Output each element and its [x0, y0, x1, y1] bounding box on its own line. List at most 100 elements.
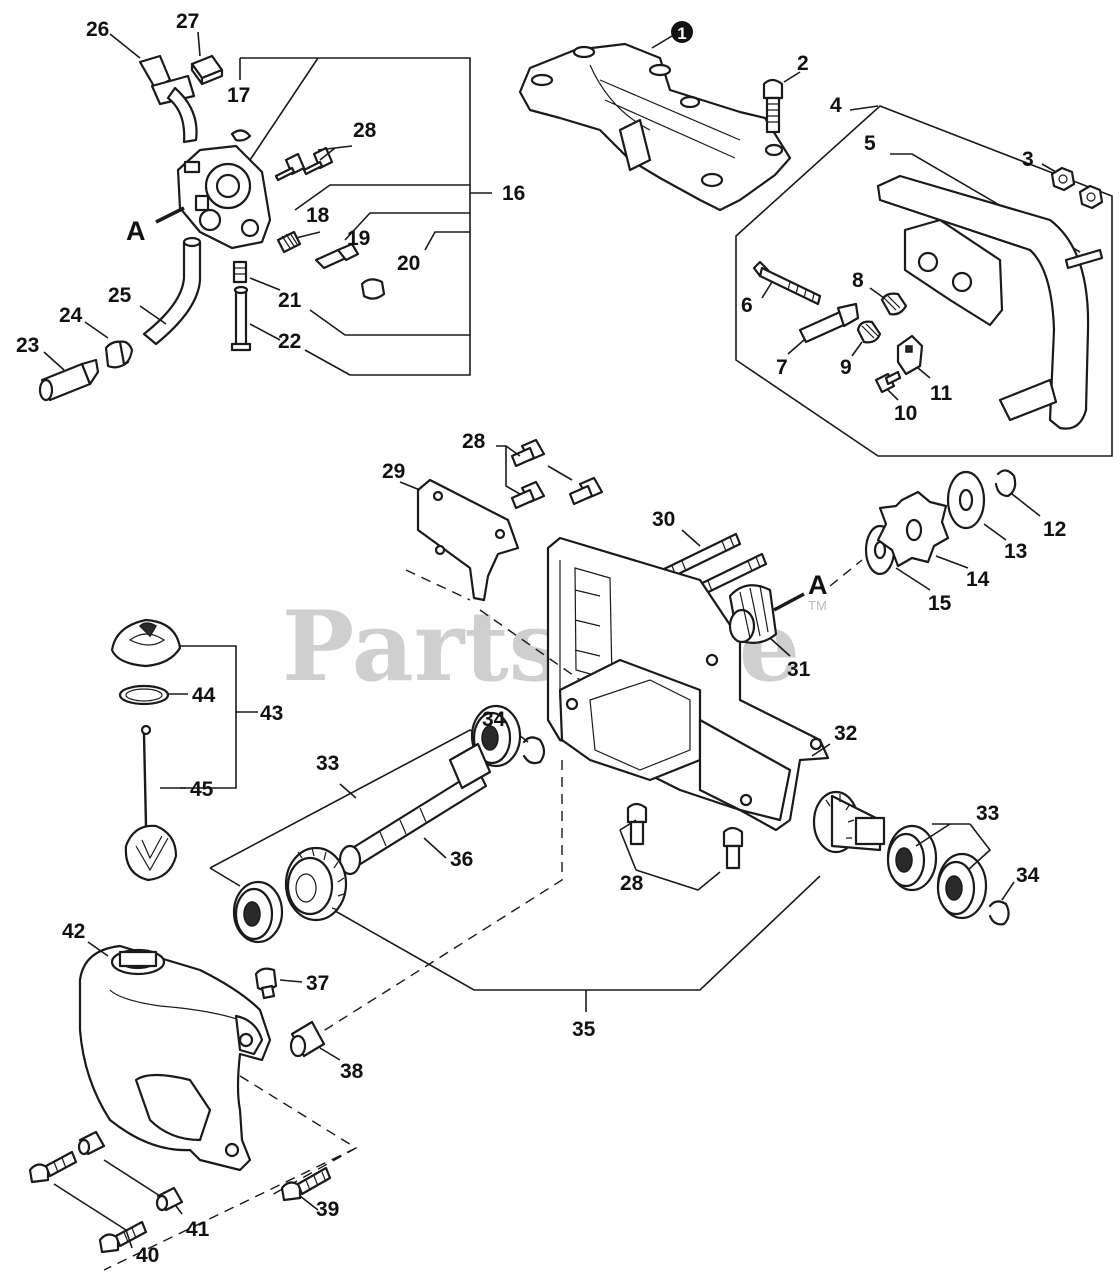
leader-39 [299, 1195, 319, 1211]
bearing-33-right-a [886, 824, 938, 892]
leader-14 [935, 555, 969, 569]
label-9: 9 [840, 356, 852, 379]
bolt-2 [762, 71, 801, 134]
label-19: 19 [347, 227, 370, 250]
leader-15 [895, 567, 931, 591]
label-5: 5 [864, 132, 876, 155]
dash-38 [289, 760, 563, 1053]
star-nut-14 [876, 490, 950, 568]
label-40: 40 [136, 1244, 159, 1267]
leader-38 [319, 1047, 341, 1061]
plug-37 [254, 967, 278, 1000]
leader-28a [317, 145, 353, 161]
gear-35-right [812, 790, 886, 854]
label-34-b: 34 [1016, 864, 1040, 887]
cap-assembly-43 [110, 618, 258, 882]
circle-badge-1-text: 1 [677, 24, 686, 43]
clip-11 [896, 334, 924, 376]
leader-6 [761, 281, 773, 299]
leader-16-pump [249, 57, 319, 161]
leader-13 [983, 523, 1007, 541]
leader-36 [423, 837, 447, 859]
leader-37 [279, 979, 303, 983]
leader-7 [787, 339, 805, 355]
screw-28-e [510, 480, 546, 510]
cap-20 [360, 278, 386, 300]
label-35: 35 [572, 1018, 596, 1041]
plate-29 [416, 478, 520, 602]
screw-28-f [626, 802, 648, 846]
label-26: 26 [86, 18, 109, 41]
collar-41-b [155, 1186, 184, 1212]
washer-13 [946, 470, 986, 530]
label-20: 20 [397, 252, 420, 275]
label-29: 29 [382, 460, 405, 483]
label-42: 42 [62, 920, 85, 943]
label-34-a: 34 [482, 708, 506, 731]
label-28-b: 28 [462, 430, 486, 453]
shaft-7 [798, 302, 860, 344]
label-45: 45 [190, 778, 214, 801]
bolt-6 [752, 260, 822, 306]
leader-29 [399, 481, 421, 491]
leader-12 [1011, 493, 1041, 517]
leader-16-20 [424, 231, 470, 251]
leader-30 [681, 529, 701, 547]
nut-3-b [1078, 184, 1104, 210]
label-13: 13 [1004, 540, 1027, 563]
label-16: 16 [502, 182, 525, 205]
pipe-fitting-26 [138, 54, 198, 144]
label-36: 36 [450, 848, 473, 871]
leader-16-22 [304, 349, 351, 376]
leader-2 [783, 71, 801, 83]
leader-9 [851, 341, 863, 357]
leader-27 [197, 31, 201, 57]
leader-41 [103, 1159, 183, 1215]
gear-8 [880, 292, 908, 316]
dash-15 [829, 559, 863, 587]
label-10: 10 [894, 402, 917, 425]
spring-18 [276, 230, 302, 254]
gear-9 [856, 320, 882, 344]
label-37: 37 [306, 972, 329, 995]
label-38: 38 [340, 1060, 364, 1083]
bushing-38 [289, 1020, 326, 1058]
screw-28-d [568, 476, 604, 506]
label-24: 24 [59, 304, 83, 327]
gear-35-left [284, 846, 348, 922]
leader-1 [651, 35, 673, 49]
leader-28b [496, 445, 521, 495]
circlip-34-b [988, 900, 1010, 926]
label-letter-a-upper: A [126, 216, 146, 246]
bracket-16 [318, 57, 471, 376]
label-39: 39 [316, 1198, 339, 1221]
screw-10 [874, 370, 902, 394]
leader-42 [87, 941, 109, 957]
label-12: 12 [1043, 518, 1066, 541]
leader-33a [339, 783, 357, 799]
grommet-24 [104, 340, 134, 369]
callout-labels: 2 3 4 5 6 7 8 9 10 11 12 13 14 15 16 17 … [16, 10, 1066, 1267]
leader-16-19 [344, 212, 470, 241]
label-3: 3 [1022, 148, 1034, 171]
gear-case-cover-1 [518, 35, 792, 212]
bushing-31 [728, 584, 778, 645]
spring-21 [232, 260, 248, 284]
bearing-33-right-b [936, 852, 988, 920]
leader-28c [619, 819, 721, 891]
filter-23 [38, 358, 100, 402]
label-27: 27 [176, 10, 199, 33]
label-43: 43 [260, 702, 283, 725]
guard-5 [876, 174, 1104, 430]
leader-33b [915, 823, 992, 871]
label-41: 41 [186, 1218, 210, 1241]
leader-22 [249, 323, 281, 341]
label-31: 31 [787, 658, 811, 681]
bracket-4 [735, 105, 1113, 457]
bolt-40-b [98, 1220, 148, 1254]
leader-4 [849, 105, 879, 111]
screw-28-g [722, 826, 744, 870]
label-4: 4 [830, 94, 842, 117]
label-6: 6 [741, 294, 753, 317]
